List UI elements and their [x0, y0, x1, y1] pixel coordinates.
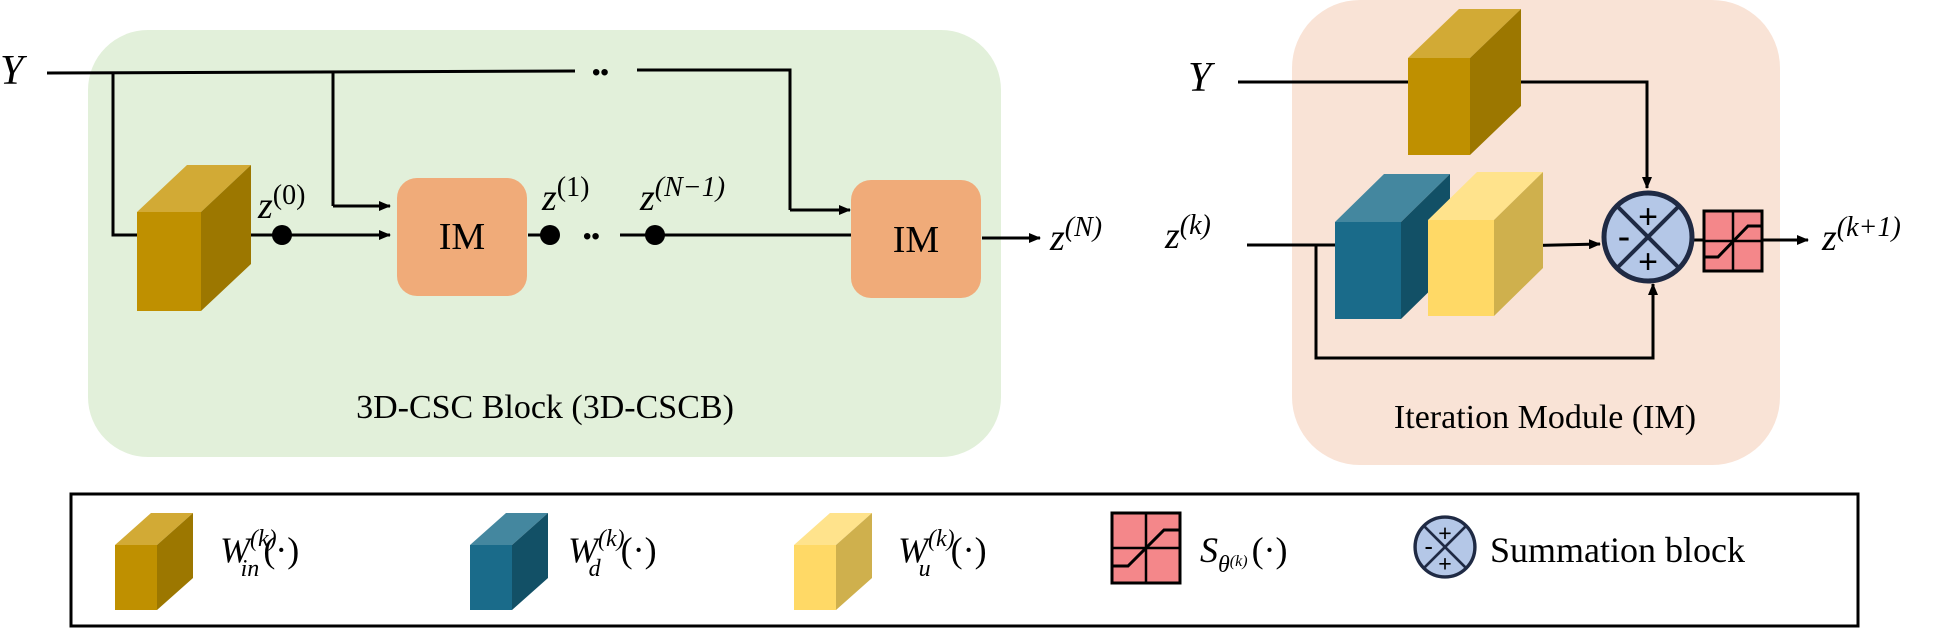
im-label-1: IM	[439, 216, 485, 258]
label-zk: z(k)	[1164, 210, 1211, 257]
label-zk1: z(k+1)	[1821, 212, 1901, 259]
im-sum-plus-bottom: +	[1638, 243, 1658, 281]
legend-summation-icon: + + -	[1413, 515, 1477, 579]
legend-summation-label: Summation block	[1490, 530, 1745, 570]
legend-w-u-label: W(k)u(·)	[898, 526, 987, 582]
csc-dots-top: ••	[592, 59, 609, 86]
csc-block-background	[88, 30, 1001, 457]
im-w-u-cube	[1428, 172, 1543, 316]
w-in-cube	[137, 165, 251, 311]
im-block-1[interactable]: IM	[397, 178, 527, 296]
legend-item-w-in: W(k)in(·)	[115, 513, 299, 610]
im-sum-plus-top: +	[1638, 198, 1658, 236]
node-z1	[540, 225, 560, 245]
legend-box	[69, 492, 1860, 628]
csc-dots-mid: ••	[583, 223, 600, 250]
im-threshold-block	[1702, 209, 1764, 273]
legend-w-u-cube	[794, 513, 872, 610]
legend-item-w-u: W(k)u(·)	[794, 513, 987, 610]
im-wires	[1238, 80, 1809, 360]
im-label-2: IM	[893, 219, 939, 261]
csc-input-label: Y	[0, 48, 28, 94]
im-summation-block: + + -	[1604, 193, 1692, 281]
legend-w-d-label: W(k)d(·)	[568, 526, 657, 582]
label-z1: z(1)	[541, 172, 589, 219]
node-zn1	[645, 225, 665, 245]
label-zn1: z(N−1)	[639, 172, 725, 219]
legend-s-label: Sθ(k)(·)	[1200, 530, 1288, 578]
im-block-2[interactable]: IM	[851, 180, 981, 298]
im-title: Iteration Module (IM)	[1394, 399, 1696, 436]
node-z0	[272, 225, 292, 245]
legend-w-in-label: W(k)in(·)	[220, 526, 299, 582]
label-zn: z(N)	[1049, 212, 1102, 259]
im-input-label: Y	[1188, 55, 1216, 101]
csc-block-title: 3D-CSC Block (3D-CSCB)	[356, 389, 734, 426]
legend-item-w-d: W(k)d(·)	[470, 513, 657, 610]
legend-sum-minus: -	[1424, 533, 1433, 561]
legend-sum-plus-bottom: +	[1438, 550, 1452, 576]
label-z0: z(0)	[257, 180, 305, 227]
legend-threshold-icon	[1110, 511, 1182, 585]
legend-item-summation: + + - Summation block	[1413, 515, 1745, 579]
legend-sum-plus-top: +	[1438, 520, 1452, 546]
legend-w-in-cube	[115, 513, 193, 610]
im-w-in-cube	[1408, 9, 1521, 155]
legend-w-d-cube	[470, 513, 548, 610]
im-sum-minus: -	[1618, 216, 1631, 258]
legend-item-threshold: Sθ(k)(·)	[1110, 511, 1288, 585]
